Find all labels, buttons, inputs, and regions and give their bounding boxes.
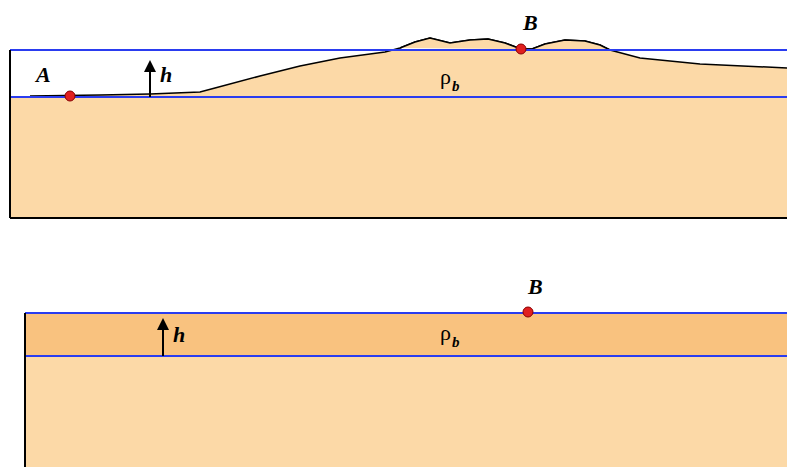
density-symbol: ρ bbox=[440, 322, 451, 344]
point-label: A bbox=[36, 64, 51, 86]
density-symbol: ρ bbox=[440, 66, 451, 88]
point-label: B bbox=[528, 276, 543, 298]
point-label: B bbox=[523, 12, 538, 34]
height-label: h bbox=[173, 324, 185, 346]
density-subscript: b bbox=[452, 79, 460, 94]
density-subscript: b bbox=[452, 335, 460, 350]
height-label: h bbox=[160, 64, 172, 86]
